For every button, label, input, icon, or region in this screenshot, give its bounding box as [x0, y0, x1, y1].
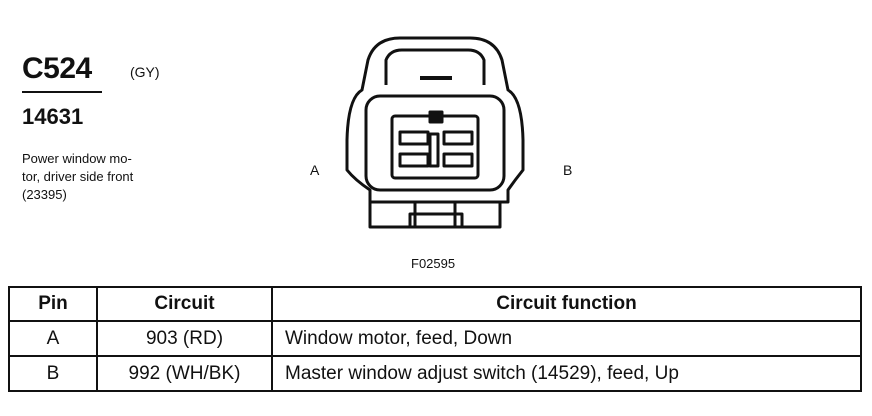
latch-recess — [384, 48, 486, 85]
table-row: A 903 (RD) Window motor, feed, Down — [8, 320, 862, 357]
pin-label-b: B — [563, 162, 573, 178]
terminal-cavity — [442, 152, 474, 168]
column-header-circuit: Circuit — [96, 286, 273, 322]
pin-cell: B — [8, 355, 98, 392]
terminal-cavity — [442, 130, 474, 146]
terminal-cavity — [398, 130, 430, 146]
column-header-function: Circuit function — [271, 286, 862, 322]
connector-description: Power window mo- tor, driver side front … — [22, 150, 172, 204]
title-divider — [22, 91, 102, 93]
table-row: B 992 (WH/BK) Master window adjust switc… — [8, 355, 862, 392]
connector-face-diagram — [345, 36, 525, 229]
circuit-table: Pin Circuit Circuit function A 903 (RD) … — [8, 286, 862, 392]
bottom-tab — [368, 200, 417, 229]
connector-id: C524 — [22, 52, 92, 85]
terminal-cavity — [428, 132, 440, 168]
part-number: 14631 — [22, 104, 84, 129]
function-cell: Window motor, feed, Down — [271, 320, 862, 357]
description-line: tor, driver side front — [22, 169, 134, 184]
pin-cell: A — [8, 320, 98, 357]
connector-color: (GY) — [130, 64, 160, 80]
column-header-pin: Pin — [8, 286, 98, 322]
key-notch — [428, 110, 444, 124]
bottom-lock-icon — [408, 212, 464, 229]
figure-id: F02595 — [411, 256, 456, 271]
connector-inner-body — [364, 94, 506, 192]
circuit-cell: 903 (RD) — [96, 320, 273, 357]
description-line: Power window mo- — [22, 151, 132, 166]
terminal-cavity — [398, 152, 430, 168]
description-line: (23395) — [22, 187, 67, 202]
pin-label-a: A — [310, 162, 320, 178]
circuit-cell: 992 (WH/BK) — [96, 355, 273, 392]
terminal-housing — [390, 114, 480, 180]
table-header-row: Pin Circuit Circuit function — [8, 286, 862, 322]
connector-outer-shell — [345, 36, 525, 204]
function-cell: Master window adjust switch (14529), fee… — [271, 355, 862, 392]
